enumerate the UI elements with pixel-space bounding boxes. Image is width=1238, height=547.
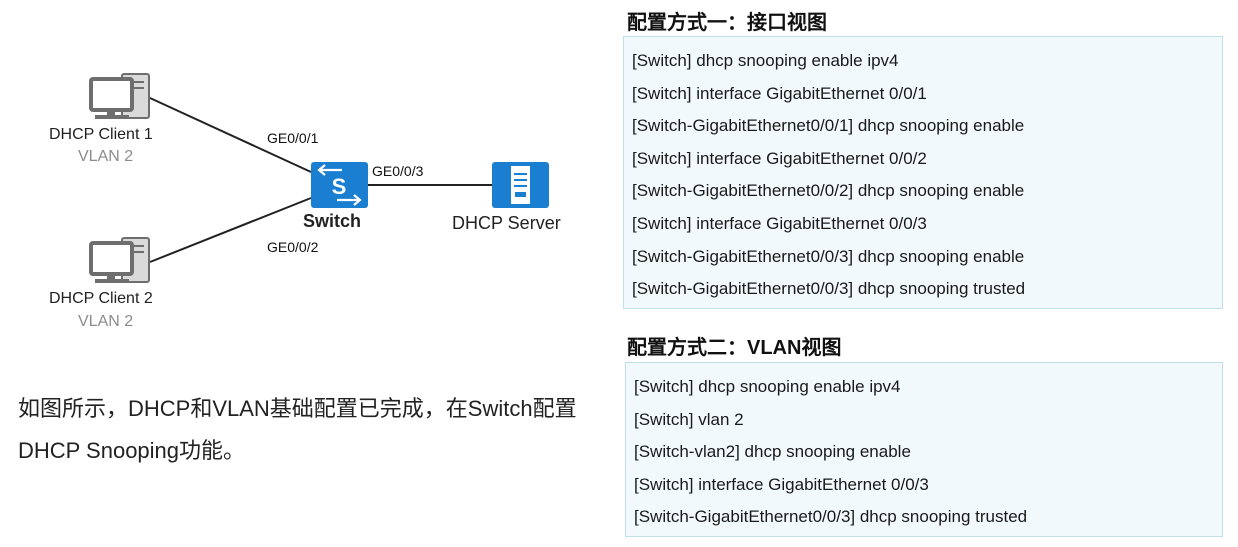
switch-name: Switch: [303, 211, 362, 231]
config-line: [Switch] interface GigabitEthernet 0/0/2: [632, 148, 927, 168]
client2-name: DHCP Client 2: [49, 290, 153, 307]
client1-vlan: VLAN 2: [78, 148, 134, 165]
config-section-title: 配置方式二：VLAN视图: [627, 337, 842, 359]
server-name: DHCP Server: [452, 213, 561, 233]
config-line: [Switch] interface GigabitEthernet 0/0/3: [632, 213, 927, 233]
config-line: [Switch] dhcp snooping enable ipv4: [632, 51, 899, 70]
config-section-title: 配置方式一：接口视图: [627, 12, 827, 34]
config-line: [Switch-GigabitEthernet0/0/2] dhcp snoop…: [632, 181, 1025, 201]
server-icon: [492, 162, 549, 208]
description-text: 如图所示，DHCP和VLAN基础配置已完成，在Switch配置DHCP Snoo…: [18, 396, 577, 463]
config-box-vlan-view: [Switch] dhcp snooping enable ipv4 [Swit…: [625, 362, 1223, 537]
switch-icon-letter: S: [332, 174, 347, 199]
client2-vlan: VLAN 2: [78, 313, 134, 330]
link-client2-switch: [149, 197, 312, 263]
link-client1-switch: [149, 97, 312, 173]
config-line: [Switch] interface GigabitEthernet 0/0/3: [634, 474, 929, 494]
config-line: [Switch-GigabitEthernet0/0/3] dhcp snoop…: [632, 246, 1025, 266]
config-line: [Switch-GigabitEthernet0/0/3] dhcp snoop…: [632, 279, 1026, 299]
config-box-interface-view: [Switch] dhcp snooping enable ipv4 [Swit…: [623, 36, 1223, 309]
config-line: [Switch-GigabitEthernet0/0/1] dhcp snoop…: [632, 116, 1025, 136]
pc-icon: [89, 73, 150, 119]
port-label-ge003: GE0/0/3: [372, 163, 424, 179]
config-line: [Switch-vlan2] dhcp snooping enable: [634, 442, 911, 461]
port-label-ge002: GE0/0/2: [267, 239, 319, 255]
pc-icon: [89, 237, 150, 283]
network-topology: S: [89, 73, 549, 283]
switch-icon: S: [311, 162, 368, 208]
config-line: [Switch] vlan 2: [634, 409, 744, 429]
config-line: [Switch-GigabitEthernet0/0/3] dhcp snoop…: [634, 507, 1028, 526]
config-line: [Switch] interface GigabitEthernet 0/0/1: [632, 83, 927, 103]
config-line: [Switch] dhcp snooping enable ipv4: [634, 377, 901, 396]
client1-name: DHCP Client 1: [49, 126, 153, 143]
port-label-ge001: GE0/0/1: [267, 130, 319, 146]
